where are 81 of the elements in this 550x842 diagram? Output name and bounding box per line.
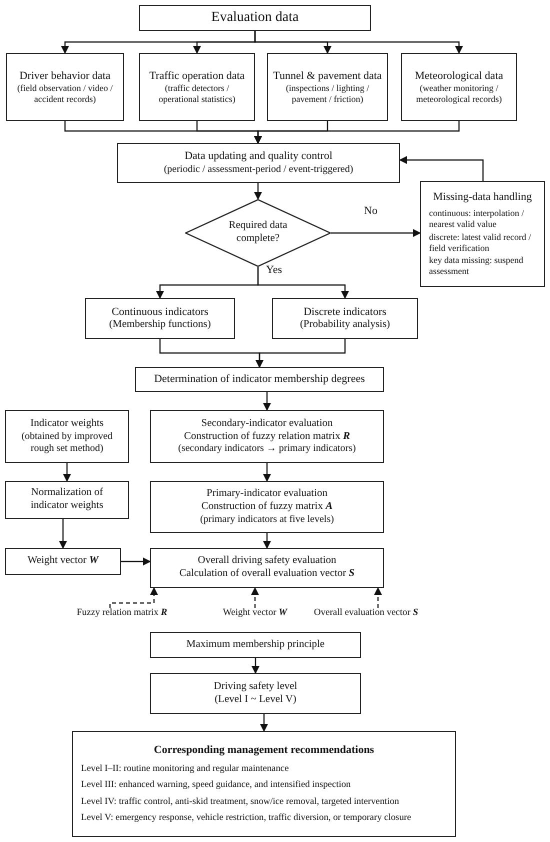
process-box <box>117 143 400 183</box>
arrow <box>257 267 349 299</box>
box-heading: Missing-data handling <box>432 191 533 204</box>
arrow <box>399 156 484 181</box>
arrow <box>256 339 346 368</box>
box-heading: Tunnel & pavement data <box>273 70 382 83</box>
recommendation-box <box>72 731 456 837</box>
box-subtext: Construction of fuzzy matrix A <box>201 501 333 514</box>
box-heading: Data updating and quality control <box>184 150 332 164</box>
process-box <box>401 53 517 121</box>
box-text: Maximum membership principle <box>186 638 325 652</box>
process-box <box>5 410 129 463</box>
box-subtext: (Level I ~ Level V) <box>214 694 296 706</box>
process-box <box>150 548 384 588</box>
box-heading: Continuous indicators <box>112 306 208 319</box>
process-box <box>150 632 361 658</box>
box-heading: Overall driving safety evaluation <box>198 555 336 568</box>
arrow <box>260 714 268 732</box>
box-heading: Secondary-indicator evaluation <box>201 418 333 430</box>
box-subtext: (Membership functions) <box>109 318 211 332</box>
process-box <box>6 53 124 121</box>
arrow <box>254 183 262 200</box>
process-box <box>5 481 129 519</box>
list-item: key data missing: suspend assessment <box>429 255 524 277</box>
box-subtext: (obtained by improved rough set method) <box>20 430 114 455</box>
box-text: Required data complete? <box>228 220 288 246</box>
arrow <box>59 519 67 549</box>
box-heading: Traffic operation data <box>149 70 245 83</box>
process-box <box>150 673 361 714</box>
list-item: Level III: enhanced warning, speed guidance, and intensified inspection <box>81 780 352 792</box>
list-item: Level I–II: routine monitoring and regular maintenance <box>81 764 290 776</box>
arrow <box>254 121 460 144</box>
edge-label: Yes <box>264 264 284 276</box>
box-subtext: (secondary indicators → primary indicators) <box>178 443 356 456</box>
arrow <box>263 392 271 411</box>
arrow <box>63 463 71 482</box>
input-label: Fuzzy relation matrix R <box>66 608 178 622</box>
box-text: Determination of indicator membership degrees <box>154 372 365 386</box>
process-box <box>150 481 384 533</box>
list-item: Level IV: traffic control, anti-skid treatment, snow/ice removal, targeted intervention <box>81 796 400 808</box>
note-box <box>420 181 545 287</box>
arrow <box>331 229 421 237</box>
arrow <box>263 533 271 549</box>
dashed-arrow <box>374 587 382 608</box>
box-heading: Corresponding management recommendations <box>152 744 376 758</box>
dashed-arrow <box>251 587 259 608</box>
list-item: Level V: emergency response, vehicle restriction, traffic diversion, or temporary closure <box>81 812 412 824</box>
box-subtext: (weather monitoring / meteorological records) <box>415 82 503 104</box>
edge-label: No <box>362 205 380 217</box>
box-subtext: (Probability analysis) <box>300 318 390 332</box>
dashed-arrow <box>109 587 158 608</box>
box-subtext: (inspections / lighting / pavement / friction) <box>284 82 370 104</box>
process-box <box>139 53 255 121</box>
arrow <box>263 463 271 482</box>
box-text: Weight vector W <box>28 555 98 568</box>
input-label: Overall evaluation vector S <box>305 608 427 622</box>
process-box <box>272 298 418 339</box>
box-subtext: (primary indicators at five levels) <box>200 514 334 526</box>
box-text: Evaluation data <box>211 10 299 26</box>
box-heading: Meteorological data <box>414 70 504 83</box>
box-heading: Discrete indicators <box>304 306 386 319</box>
box-subtext: (traffic detectors / operational statistics) <box>158 82 236 104</box>
arrow <box>254 31 463 54</box>
process-box <box>150 410 384 463</box>
process-box <box>5 548 121 575</box>
arrow <box>252 658 260 674</box>
box-heading: Driving safety level <box>214 680 298 694</box>
process-box <box>139 5 371 31</box>
box-text: Normalization of indicator weights <box>30 487 104 513</box>
process-box <box>267 53 388 121</box>
box-heading: Primary-indicator evaluation <box>206 488 328 501</box>
box-heading: Driver behavior data <box>19 70 110 83</box>
box-subtext: (field observation / video / accident records) <box>16 82 114 104</box>
input-label: Weight vector W <box>208 608 302 622</box>
box-subtext: Construction of fuzzy relation matrix R <box>184 430 350 444</box>
box-subtext: Calculation of overall evaluation vector S <box>179 568 355 581</box>
arrow <box>121 558 151 566</box>
box-subtext: (periodic / assessment-period / event-triggered) <box>164 164 354 176</box>
box-heading: Indicator weights <box>30 418 104 431</box>
process-box <box>85 298 235 339</box>
process-box <box>135 367 384 392</box>
